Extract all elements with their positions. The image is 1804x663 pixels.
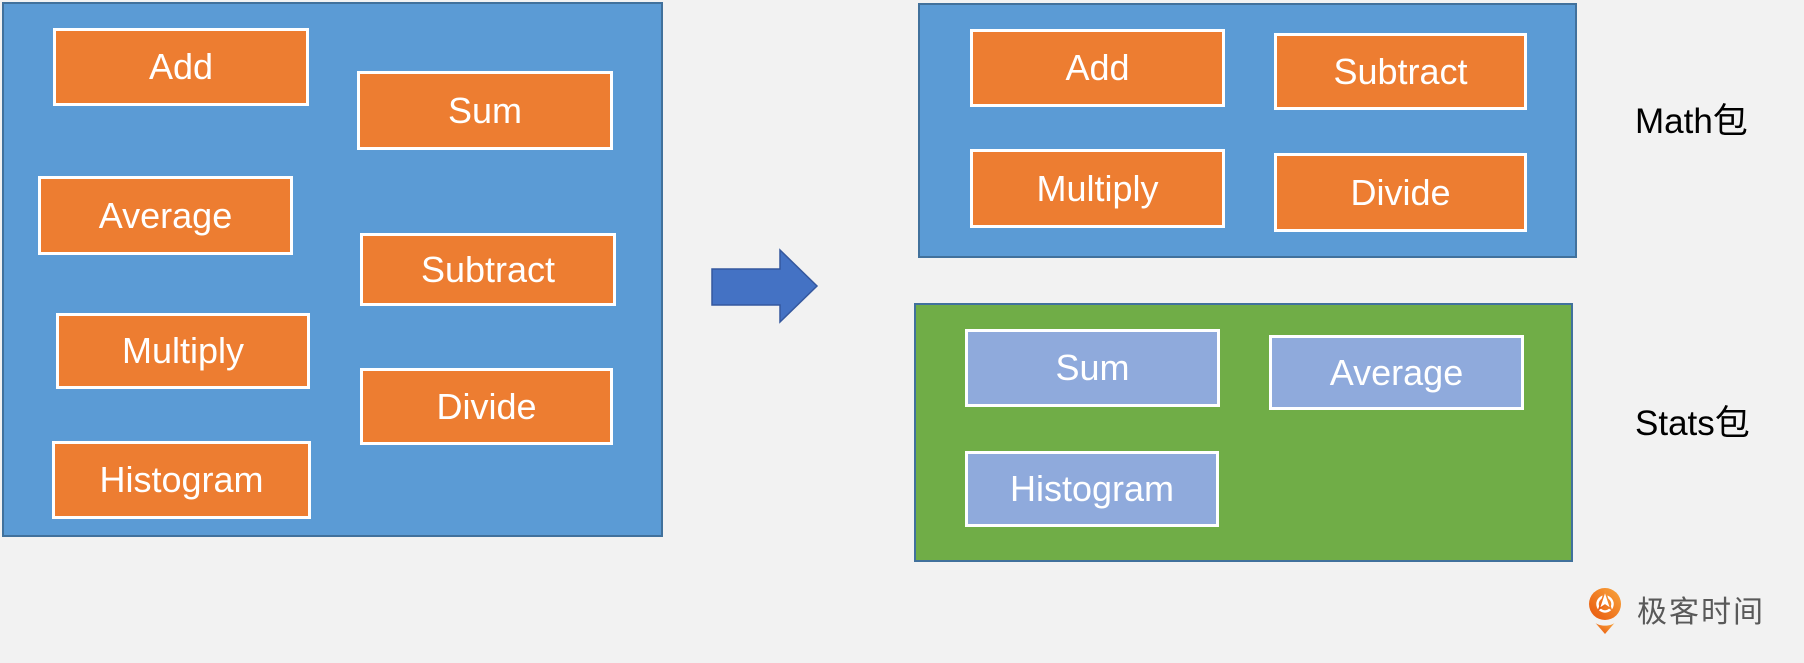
source-module-panel: Add Sum Average Subtract Multiply Divide… [2,2,663,537]
math-package-label: Math包 [1635,102,1748,141]
stats-box-histogram: Histogram [965,451,1219,527]
math-package-panel: Add Subtract Multiply Divide [918,3,1577,258]
stats-box-average: Average [1269,335,1524,410]
source-box-divide: Divide [360,368,613,445]
geektime-logo: 极客时间 [1584,583,1765,635]
source-box-subtract: Subtract [360,233,616,306]
source-box-sum: Sum [357,71,613,150]
source-box-histogram: Histogram [52,441,311,519]
stats-box-sum: Sum [965,329,1220,407]
math-box-multiply: Multiply [970,149,1225,228]
source-box-multiply: Multiply [56,313,310,389]
source-box-average: Average [38,176,293,255]
source-box-add: Add [53,28,309,106]
geektime-logo-text: 极客时间 [1637,596,1765,629]
stats-package-label: Stats包 [1635,404,1750,443]
math-box-add: Add [970,29,1225,107]
math-box-subtract: Subtract [1274,33,1527,110]
right-arrow-icon [711,248,819,324]
stats-package-panel: Sum Average Histogram [914,303,1573,562]
geektime-logo-icon [1589,588,1621,634]
math-box-divide: Divide [1274,153,1527,232]
